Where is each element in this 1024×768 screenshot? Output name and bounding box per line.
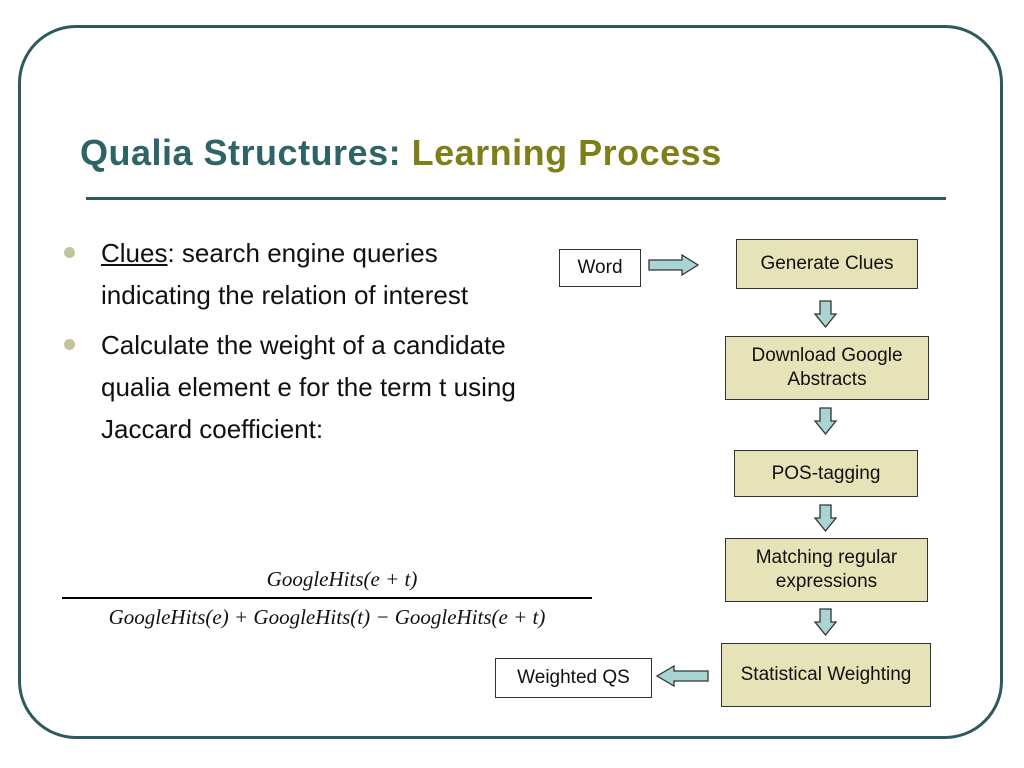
down-arrow-icon	[813, 504, 838, 533]
slide-frame	[18, 25, 1003, 739]
bullet-item-weight: Calculate the weight of a candidate qual…	[62, 324, 552, 450]
down-arrow-icon	[813, 407, 838, 436]
title-main: Qualia Structures:	[80, 132, 412, 173]
weighted-qs-label: Weighted QS	[517, 667, 630, 688]
bullet-item-clues: Clues: search engine queries indicating …	[62, 232, 552, 316]
bullet-text: Calculate the weight of a candidate qual…	[101, 330, 516, 444]
bullet-lead-term: Clues	[101, 238, 168, 268]
right-arrow-icon	[648, 253, 700, 277]
down-arrow-icon	[813, 608, 838, 637]
step-statistical-weighting: Statistical Weighting	[721, 643, 931, 707]
formula-fraction-bar	[62, 597, 592, 599]
step-generate-clues: Generate Clues	[736, 239, 918, 289]
bullet-list: Clues: search engine queries indicating …	[62, 232, 552, 458]
formula-denominator: GoogleHits(e) + GoogleHits(t) − GoogleHi…	[108, 605, 546, 629]
bullet-dot-icon	[64, 339, 75, 350]
weighted-qs-output-box: Weighted QS	[495, 658, 652, 698]
step-download-abstracts: Download Google Abstracts	[725, 336, 929, 400]
left-arrow-icon	[655, 664, 709, 688]
bullet-dot-icon	[64, 247, 75, 258]
down-arrow-icon	[813, 300, 838, 329]
slide-title: Qualia Structures: Learning Process	[80, 132, 722, 174]
title-accent: Learning Process	[411, 132, 722, 173]
step-matching-expressions: Matching regular expressions	[725, 538, 928, 602]
bullet-text: : search engine queries indicating the r…	[101, 238, 469, 310]
jaccard-formula: GoogleHits(e + t) GoogleHits(e) + Google…	[62, 565, 592, 633]
title-rule	[86, 197, 946, 200]
step-pos-tagging: POS-tagging	[734, 450, 918, 497]
word-input-box: Word	[559, 249, 641, 287]
formula-numerator: GoogleHits(e + t)	[266, 567, 418, 591]
word-label: Word	[577, 257, 623, 278]
